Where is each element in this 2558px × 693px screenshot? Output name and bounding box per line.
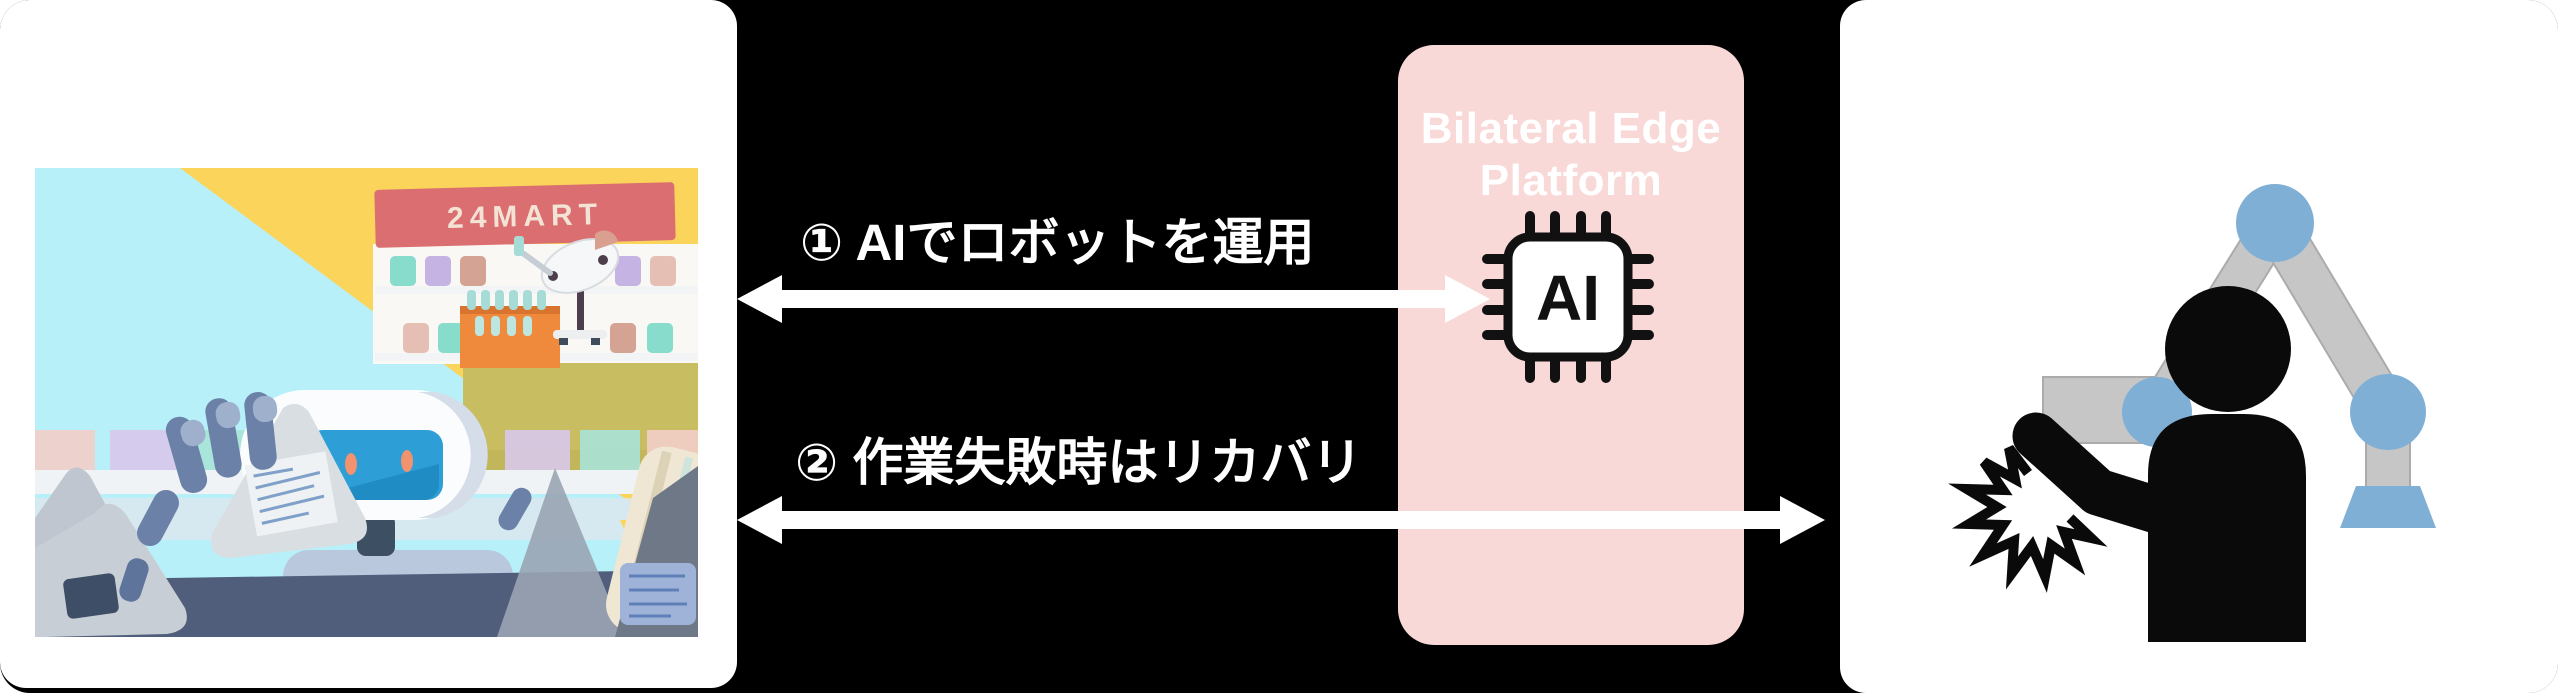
pin bbox=[1550, 355, 1560, 383]
sign-text: 24MART bbox=[447, 198, 604, 235]
gray-chair bbox=[497, 468, 625, 637]
robot-arm bbox=[521, 251, 553, 276]
pin bbox=[1482, 330, 1510, 340]
shelf-robot bbox=[514, 230, 620, 345]
robot-torso bbox=[540, 238, 620, 294]
finger-tip bbox=[215, 401, 241, 429]
shelf-item bbox=[650, 256, 676, 286]
chip-label: AI bbox=[1536, 262, 1600, 334]
robot-pole bbox=[577, 284, 584, 334]
pastel-block bbox=[505, 430, 570, 470]
bidirectional-arrow-1 bbox=[737, 275, 1490, 323]
pastel-block bbox=[580, 430, 640, 470]
operator-head bbox=[2165, 286, 2291, 412]
onigiri-label bbox=[244, 451, 338, 537]
shelf-item bbox=[460, 256, 486, 286]
pin bbox=[1626, 254, 1654, 264]
robot-hand-onigiri bbox=[137, 392, 532, 558]
chip-body bbox=[1503, 232, 1633, 362]
pin bbox=[1626, 279, 1654, 289]
pin bbox=[1601, 355, 1611, 383]
label-lines bbox=[253, 467, 325, 525]
thumb bbox=[137, 489, 179, 547]
flow2-label: ② 作業失敗時はリカバリ bbox=[795, 434, 1363, 491]
robot-joint bbox=[598, 255, 608, 265]
face-screen-shade bbox=[325, 464, 439, 500]
pastel-block bbox=[35, 430, 95, 470]
far-finger bbox=[498, 487, 532, 531]
pin bbox=[1626, 330, 1654, 340]
robot-head bbox=[595, 230, 618, 250]
operator-illustration bbox=[1948, 184, 2436, 642]
platform-title-line2: Platform bbox=[1479, 156, 1663, 205]
pin bbox=[1601, 211, 1611, 239]
operator-panel bbox=[1840, 0, 2558, 693]
shelf-item bbox=[403, 323, 429, 353]
platform-title-line1: Bilateral Edge bbox=[1420, 104, 1722, 153]
bottle-crate bbox=[460, 290, 560, 368]
bottle bbox=[467, 290, 476, 310]
onigiri-pile bbox=[35, 467, 187, 637]
arrow-shaft bbox=[774, 290, 1454, 308]
pin bbox=[1576, 355, 1586, 383]
onigiri-nori bbox=[63, 573, 119, 619]
robot-wheel bbox=[591, 338, 600, 345]
finger-tip bbox=[252, 395, 278, 423]
bottle bbox=[475, 316, 484, 336]
arrowhead-right bbox=[1780, 496, 1825, 544]
crate-lip bbox=[460, 306, 560, 316]
arm-gripper bbox=[2340, 486, 2436, 528]
store-sign: 24MART bbox=[374, 182, 676, 248]
pin bbox=[1550, 211, 1560, 239]
pin bbox=[1576, 211, 1586, 239]
arrowhead-left bbox=[737, 275, 782, 323]
card-doodles bbox=[629, 574, 687, 618]
ai-chip-icon: AI bbox=[1482, 211, 1654, 383]
shelf-board bbox=[375, 286, 698, 294]
robot-eye bbox=[345, 453, 357, 475]
bottles bbox=[467, 290, 546, 336]
gripper-finger bbox=[119, 558, 149, 602]
bottle bbox=[523, 316, 532, 336]
held-bottle bbox=[514, 236, 524, 256]
shelf-item bbox=[610, 323, 636, 353]
bottle bbox=[507, 316, 516, 336]
robot-wheel bbox=[559, 338, 568, 345]
shelf-item bbox=[438, 323, 464, 353]
operator-torso bbox=[2148, 414, 2306, 642]
finger bbox=[165, 416, 208, 493]
pin bbox=[1525, 355, 1535, 383]
bottle bbox=[491, 316, 500, 336]
robot-eye bbox=[401, 450, 413, 472]
shelf-item bbox=[425, 256, 451, 286]
shelf-item bbox=[615, 256, 641, 286]
platform-box: Bilateral Edge Platform bbox=[1398, 45, 1744, 645]
robot-base bbox=[553, 330, 607, 339]
bottle bbox=[523, 290, 532, 310]
impact-burst-icon bbox=[1948, 444, 2108, 593]
finger-tip bbox=[180, 419, 206, 447]
bottle bbox=[481, 290, 490, 310]
pin bbox=[1626, 305, 1654, 315]
label-card bbox=[620, 563, 696, 625]
pin bbox=[1482, 254, 1510, 264]
shelf-item bbox=[390, 256, 416, 286]
platform-title: Bilateral Edge Platform bbox=[1398, 103, 1744, 207]
right-rack bbox=[497, 446, 698, 637]
bottle bbox=[537, 290, 546, 310]
flow1-label: ① AIでロボットを運用 bbox=[800, 214, 1315, 271]
arm-joint-right bbox=[2350, 374, 2426, 450]
pin bbox=[1525, 211, 1535, 239]
arrowhead-left bbox=[737, 496, 782, 544]
bottle bbox=[495, 290, 504, 310]
arm-joint-top bbox=[2236, 184, 2314, 262]
worksite-panel: 24MART bbox=[0, 0, 737, 688]
bottle bbox=[509, 290, 518, 310]
head-endcap bbox=[418, 392, 488, 518]
robot-body bbox=[540, 238, 620, 294]
store-illustration: 24MART bbox=[35, 168, 698, 637]
shelf-item bbox=[647, 323, 673, 353]
